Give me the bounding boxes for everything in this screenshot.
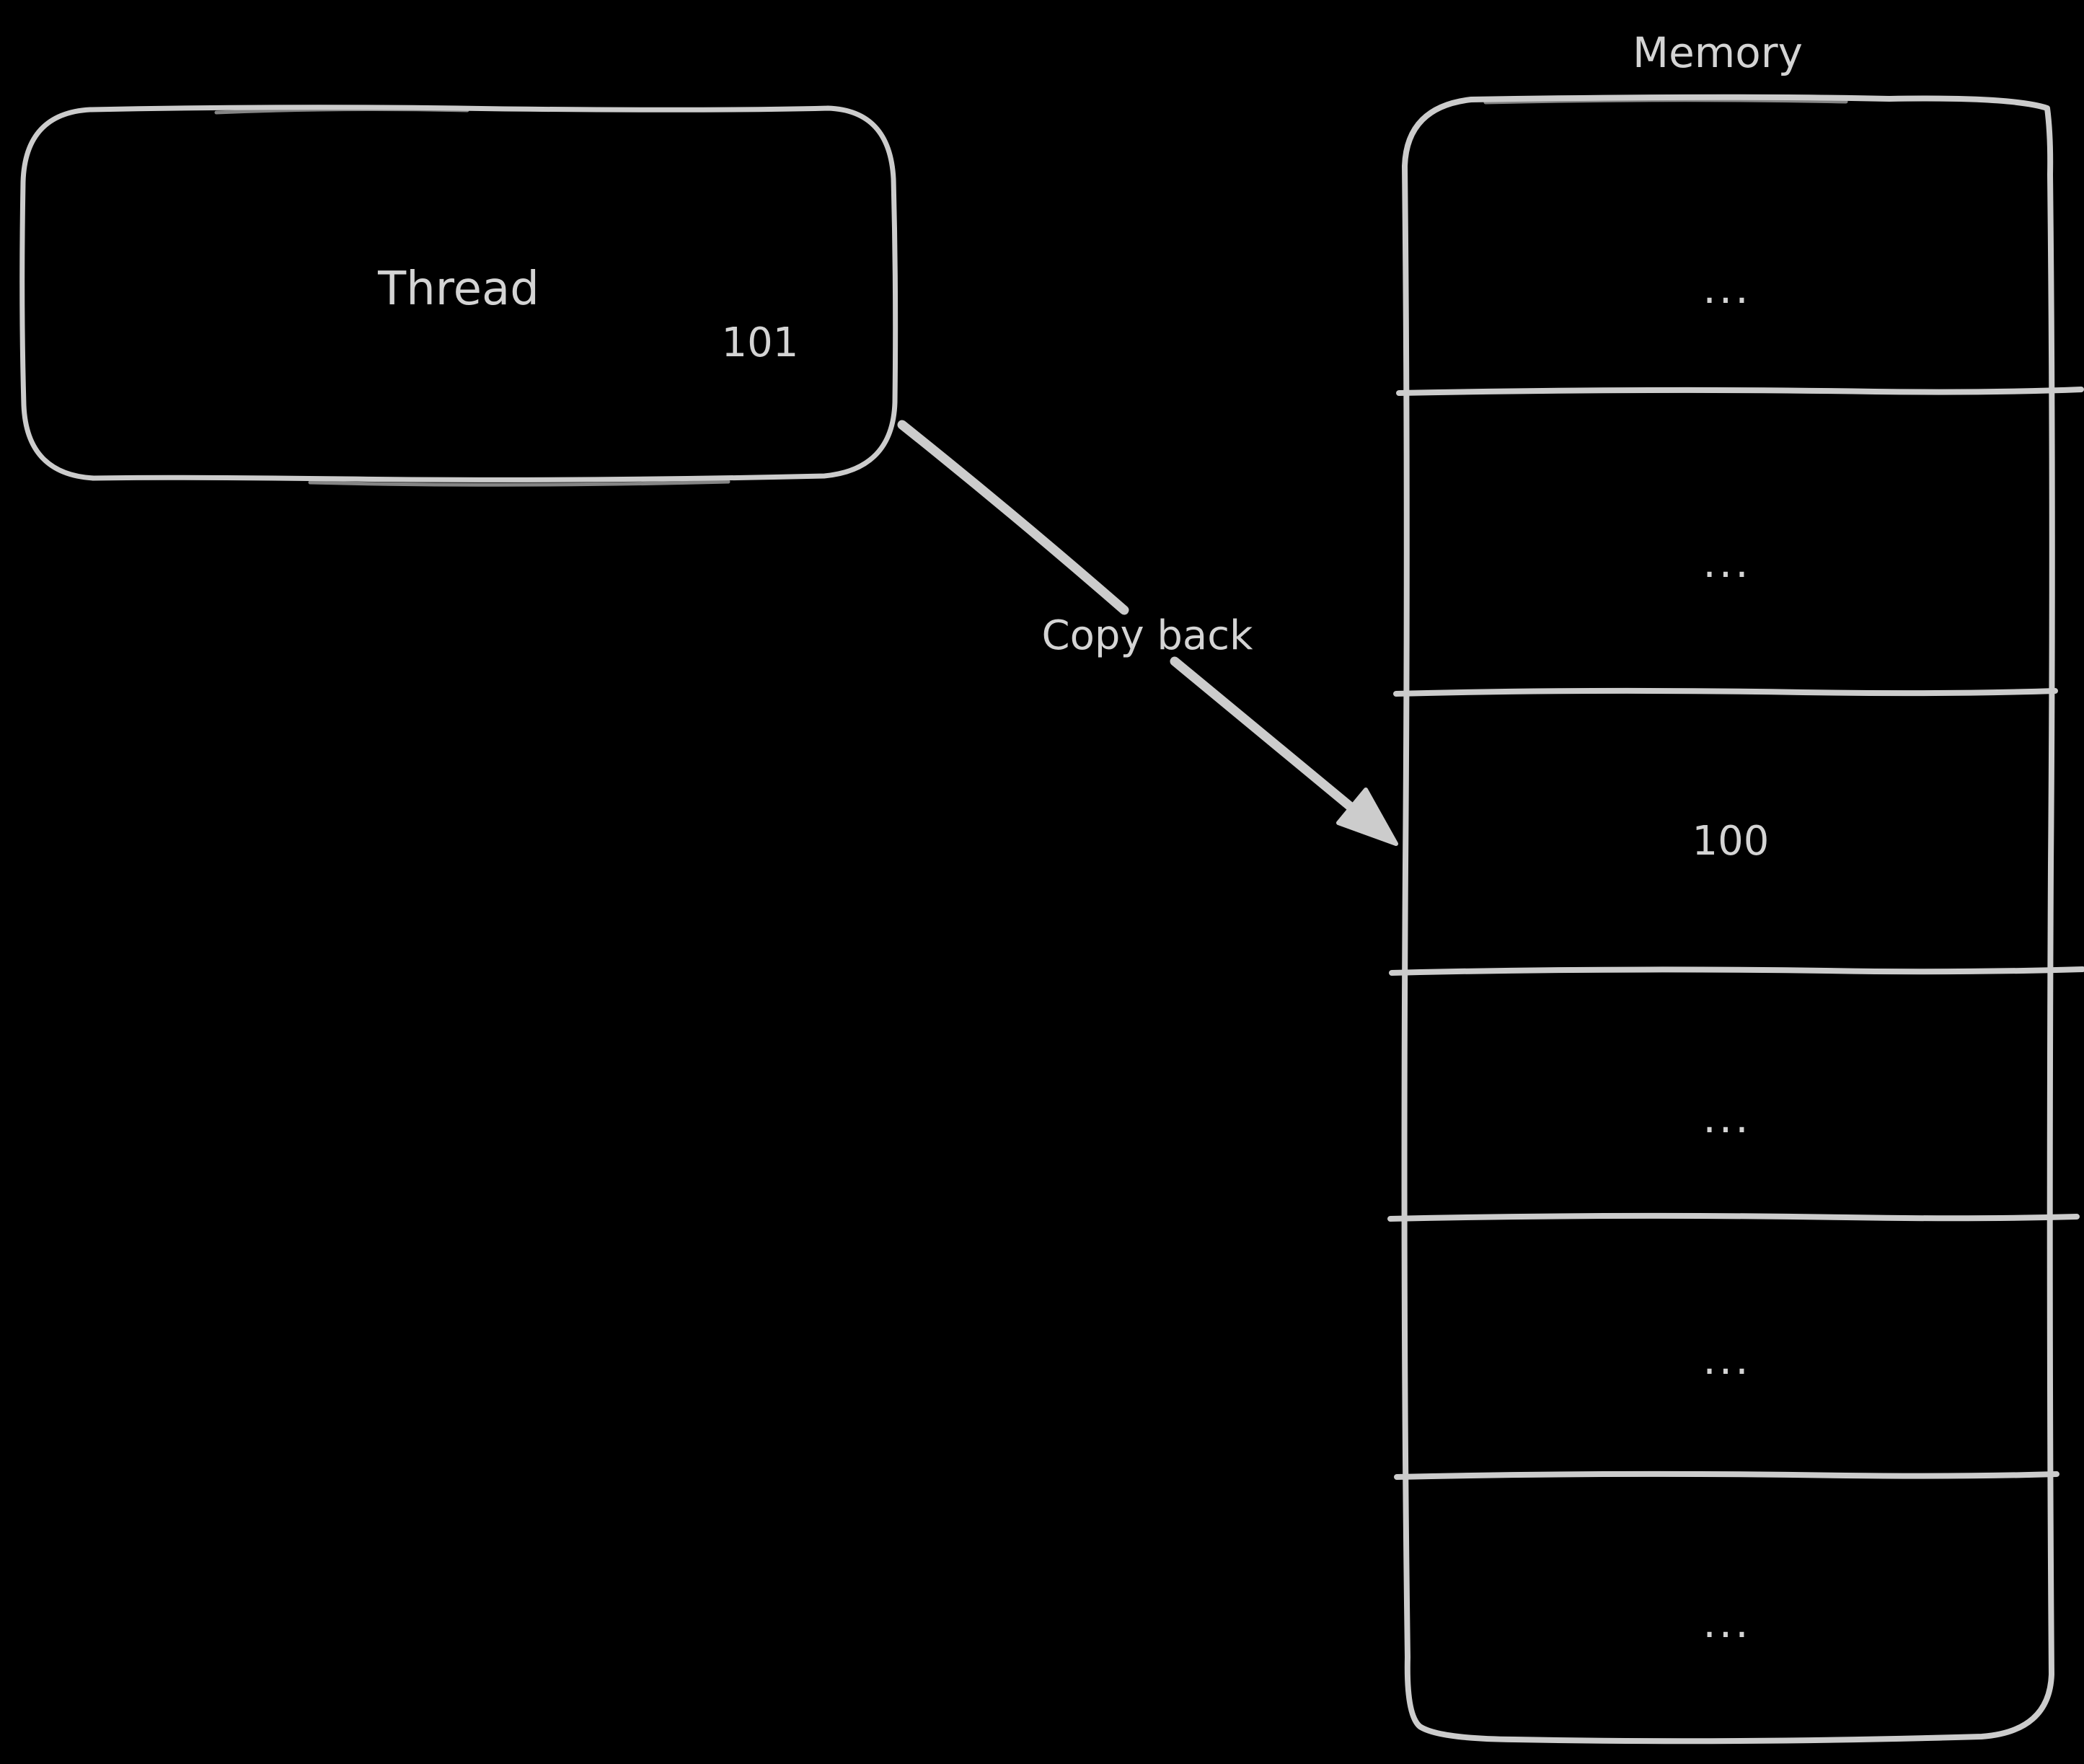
- thread-box-group: Thread 101: [19, 105, 898, 487]
- memory-row-separator-2: [1393, 687, 2058, 697]
- memory-cell-value-5: ...: [1703, 1335, 1751, 1384]
- memory-cell-value-4: ...: [1703, 1093, 1751, 1142]
- copy-back-arrow-segment-upper: [897, 420, 1129, 615]
- memory-box: [1401, 94, 2055, 1745]
- memory-cell-value-2: ...: [1703, 538, 1751, 587]
- memory-cell-value-6: ...: [1703, 1598, 1751, 1647]
- thread-box-overstroke-bottom: [308, 480, 730, 487]
- copy-back-arrowhead-icon: [1336, 788, 1398, 846]
- memory-cell-value-1: ...: [1703, 264, 1751, 313]
- copy-back-arrow-label: Copy back: [1042, 612, 1254, 659]
- memory-row-separator-1: [1396, 387, 2084, 396]
- memory-box-overstroke-top: [1483, 98, 1848, 105]
- thread-box: [19, 105, 898, 482]
- memory-cell-value-3: 100: [1692, 818, 1770, 865]
- memory-row-separator-4: [1387, 1212, 2080, 1222]
- memory-row-separator-5: [1394, 1470, 2059, 1480]
- memory-title: Memory: [1633, 28, 1803, 77]
- copy-back-arrow-group: Copy back: [897, 420, 1398, 846]
- thread-box-overstroke-top: [214, 107, 469, 115]
- memory-row-separator-3: [1389, 966, 2084, 976]
- memory-column-group: Memory ... ... 100 ... ... ...: [1387, 28, 2084, 1745]
- thread-box-value: 101: [722, 319, 799, 366]
- thread-box-label: Thread: [377, 263, 539, 316]
